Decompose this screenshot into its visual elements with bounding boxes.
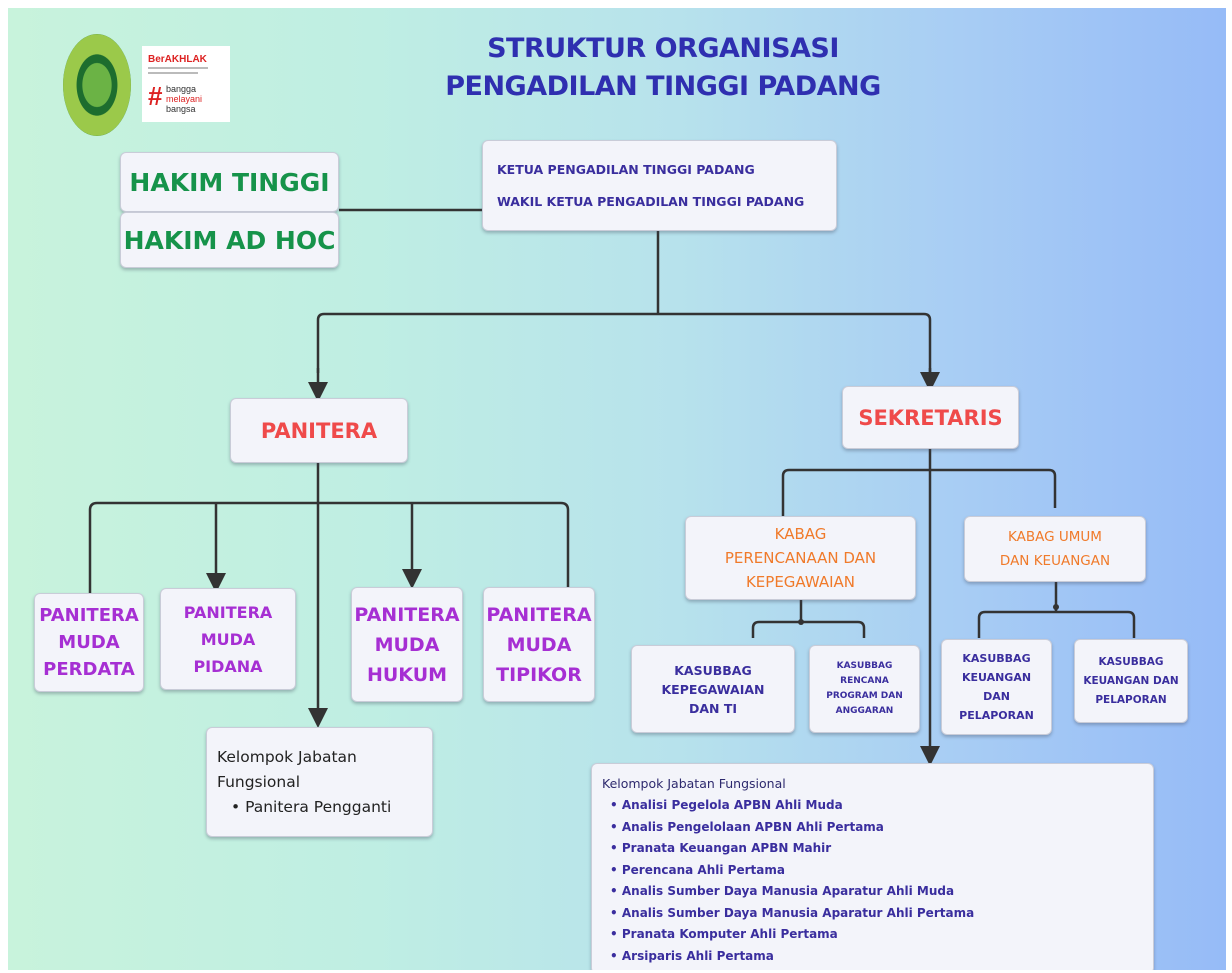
kasubbag-rencana-box: KASUBBAG RENCANA PROGRAM DAN ANGGARAN	[809, 645, 920, 733]
kjf-sekretaris-item: • Analisi Pegelola APBN Ahli Muda	[610, 798, 843, 812]
kjf-sekretaris-item: • Pranata Komputer Ahli Pertama	[610, 927, 838, 941]
box-line: MUDA	[200, 629, 256, 649]
panitera-box: PANITERA	[230, 398, 408, 463]
box-line: KABAG	[774, 525, 827, 543]
box-line: PANITERA	[183, 602, 273, 622]
box-line: KEPEGAWAIAN	[745, 573, 856, 591]
box-line: KEUANGAN	[961, 671, 1032, 684]
kjf-sekretaris-item: • Perencana Ahli Pertama	[610, 862, 785, 877]
hakim-tinggi-label: HAKIM TINGGI	[129, 167, 330, 197]
perencanaan-branch-line	[751, 620, 866, 638]
kjf-sekretaris-title: Kelompok Jabatan Fungsional	[602, 776, 786, 791]
box-line: DAN	[983, 690, 1010, 703]
kjf-sekretaris-item: • Arsiparis Ahli Pertama	[610, 948, 774, 963]
box-line: PANITERA	[39, 605, 139, 626]
box-line: MUDA	[374, 633, 440, 656]
box-line: DAN KEUANGAN	[999, 553, 1111, 569]
ketua-label: KETUA PENGADILAN TINGGI PADANG	[497, 161, 755, 177]
kasubbag-keuangan-box: KASUBBAG KEUANGAN DAN PELAPORAN	[941, 639, 1052, 735]
panitera-muda-perdata-box: PANITERA MUDA PERDATA	[34, 593, 144, 692]
panitera-muda-tipikor-box: PANITERA MUDA TIPIKOR	[483, 587, 595, 702]
court-emblem-icon	[63, 34, 131, 136]
box-line: PROGRAM DAN	[826, 691, 903, 701]
sekretaris-label: SEKRETARIS	[858, 405, 1003, 430]
kjf-title-line1: Kelompok Jabatan	[217, 747, 357, 766]
box-line: PELAPORAN	[1095, 693, 1167, 706]
box-line: PERENCANAAN DAN	[724, 549, 877, 567]
kjf-sekretaris-item: • Pranata Keuangan APBN Mahir	[610, 841, 832, 855]
kjf-sekretaris-list: • Analisi Pegelola APBN Ahli Muda • Anali…	[602, 795, 974, 967]
box-line: TIPIKOR	[496, 663, 582, 686]
bangsa-text: bangsa	[166, 104, 196, 114]
box-line: KEUANGAN DAN	[1083, 674, 1179, 687]
box-line: PELAPORAN	[959, 709, 1034, 722]
page-title-line2: PENGADILAN TINGGI PADANG	[445, 71, 881, 102]
kjf-sekretaris-box: Kelompok Jabatan Fungsional • Analisi Pe…	[591, 763, 1154, 970]
ketua-box: KETUA PENGADILAN TINGGI PADANG WAKIL KET…	[482, 140, 837, 231]
umum-branch-line	[977, 610, 1136, 638]
berakhlak-logo: BerAKHLAK # bangga melayani bangsa	[142, 46, 230, 122]
sekretaris-branch-line	[781, 468, 1057, 516]
connector-lines	[88, 208, 1136, 766]
panitera-branch-line	[88, 501, 570, 593]
kasubbag-pelaporan-box: KASUBBAG KEUANGAN DAN PELAPORAN	[1074, 639, 1188, 723]
kjf-sekretaris-item: • Analis Sumber Daya Manusia Aparatur Ah…	[610, 905, 975, 920]
box-line: DAN TI	[688, 700, 738, 716]
berakhlak-text: BerAKHLAK	[148, 54, 207, 65]
org-chart: BerAKHLAK # bangga melayani bangsa STRUK…	[8, 8, 1226, 970]
kabag-umum-box: KABAG UMUM DAN KEUANGAN	[964, 516, 1146, 582]
panitera-muda-pidana-box: PANITERA MUDA PIDANA	[160, 588, 296, 690]
box-line: KASUBBAG	[1098, 655, 1164, 668]
kjf-sekretaris-item: • Analis Sumber Daya Manusia Aparatur Ah…	[610, 884, 955, 898]
kjf-panitera-box: Kelompok Jabatan Fungsional • Panitera P…	[206, 727, 433, 837]
box-line: KABAG UMUM	[1008, 529, 1102, 545]
sekretaris-box: SEKRETARIS	[842, 386, 1019, 449]
box-line: PERDATA	[43, 659, 135, 680]
box-line: KASUBBAG	[836, 661, 893, 671]
box-line: PIDANA	[193, 656, 263, 676]
box-line: RENCANA	[840, 676, 889, 686]
bangga-text: bangga	[166, 84, 197, 94]
box-line: HUKUM	[366, 663, 448, 686]
panitera-muda-hukum-box: PANITERA MUDA HUKUM	[351, 587, 463, 702]
box-line: MUDA	[58, 632, 120, 653]
main-split-line	[316, 312, 932, 378]
hakim-ad-hoc-label: HAKIM AD HOC	[123, 225, 336, 255]
kjf-title-line2: Fungsional	[217, 772, 301, 791]
box-line: ANGGARAN	[835, 706, 894, 716]
box-line: MUDA	[506, 633, 572, 656]
box-line: PANITERA	[486, 603, 592, 626]
hakim-ad-hoc-box: HAKIM AD HOC	[120, 212, 339, 268]
melayani-text: melayani	[166, 94, 203, 104]
panitera-label: PANITERA	[260, 418, 378, 443]
page-title-line1: STRUKTUR ORGANISASI	[487, 33, 839, 64]
kabag-perencanaan-box: KABAG PERENCANAAN DAN KEPEGAWAIAN	[685, 516, 916, 600]
box-line: PANITERA	[354, 603, 460, 626]
box-line: KEPEGAWAIAN	[661, 681, 765, 697]
wakil-ketua-label: WAKIL KETUA PENGADILAN TINGGI PADANG	[497, 193, 805, 209]
box-line: KASUBBAG	[674, 662, 752, 678]
kjf-sekretaris-item: • Analis Pengelolaan APBN Ahli Pertama	[610, 819, 884, 834]
box-line: KASUBBAG	[962, 652, 1031, 665]
hakim-tinggi-box: HAKIM TINGGI	[120, 152, 339, 212]
kjf-item: Panitera Pengganti	[245, 797, 392, 816]
kasubbag-kepegawaian-box: KASUBBAG KEPEGAWAIAN DAN TI	[631, 645, 795, 733]
